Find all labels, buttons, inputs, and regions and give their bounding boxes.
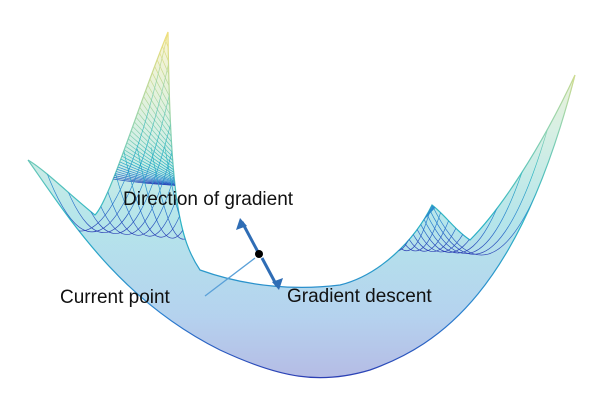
mesh-line [142, 54, 458, 258]
mesh-line [319, 120, 343, 252]
mesh-line [205, 88, 255, 244]
mesh-line [134, 61, 466, 251]
paraboloid-surface [27, 31, 576, 379]
mesh-line [273, 109, 288, 250]
mesh-line [147, 50, 454, 261]
descent-direction-arrowhead [272, 278, 283, 290]
mesh-line [163, 35, 437, 274]
current-point-label: Current point [60, 287, 171, 308]
mesh-line [159, 39, 441, 271]
mesh-line [352, 108, 412, 251]
mesh-line [167, 32, 433, 278]
mesh-line [40, 86, 563, 191]
direction-of-gradient-label: Direction of gradient [123, 189, 294, 210]
mesh-line [260, 105, 281, 249]
mesh-line [138, 58, 462, 254]
mesh-line [28, 74, 575, 187]
current-point-marker [255, 250, 263, 258]
gradient-direction-arrow [240, 221, 260, 253]
mesh-line [306, 122, 316, 252]
mesh-line [326, 118, 357, 252]
mesh-line [359, 105, 425, 251]
mesh-line [41, 36, 175, 233]
mesh-line [32, 78, 571, 188]
mesh-line [312, 123, 330, 252]
gradient-direction-arrowhead [236, 218, 247, 230]
mesh-line [287, 114, 294, 251]
mesh-line [191, 83, 248, 243]
mesh-line [246, 101, 274, 248]
mesh-line [425, 77, 562, 255]
gradient-descent-label: Gradient descent [287, 286, 432, 307]
current-point-pointer-line [204, 257, 256, 297]
mesh-line [345, 111, 398, 251]
mesh-line [232, 96, 268, 246]
gradient-arrows [204, 218, 283, 297]
mesh-line [130, 65, 471, 248]
mesh-line [332, 116, 371, 251]
mesh-line [151, 46, 450, 264]
mesh-line [299, 118, 302, 252]
mesh-line [339, 113, 384, 251]
mesh-line [155, 43, 445, 268]
mesh-line [178, 79, 241, 242]
mesh-line [55, 40, 182, 234]
